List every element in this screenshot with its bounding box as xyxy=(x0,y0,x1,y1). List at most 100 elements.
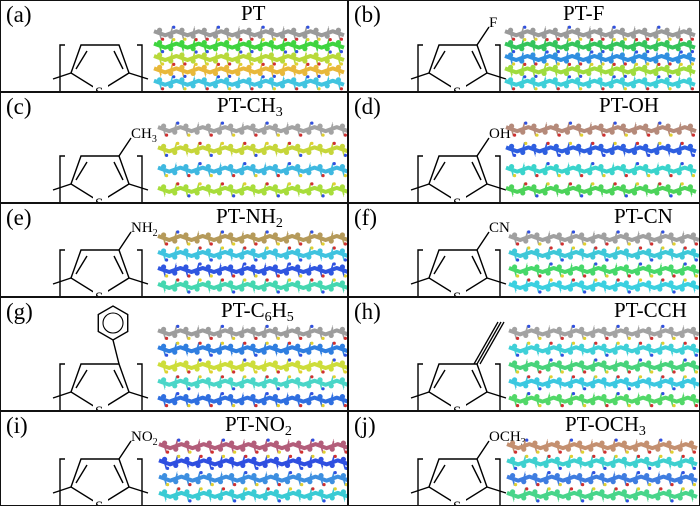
polymer-chain xyxy=(157,375,347,391)
panel-label: (h) xyxy=(354,299,381,324)
polymer-chain xyxy=(504,62,696,78)
panel-g: (g)PT-C6H5S xyxy=(0,297,348,411)
polymer-chain xyxy=(158,487,347,503)
polymer-chain xyxy=(153,38,345,54)
sulfur-atom-label: S xyxy=(453,499,461,506)
polymer-chains-render xyxy=(157,230,347,294)
polymer-chain xyxy=(508,278,699,294)
polymer-chains-render xyxy=(504,25,696,91)
substituent-label: F xyxy=(489,15,497,31)
thiophene-ring: S xyxy=(410,249,507,296)
molecule-structure: S xyxy=(52,44,149,92)
molecule-structure: S xyxy=(410,321,507,411)
polymer-chain xyxy=(158,471,347,487)
sulfur-atom-label: S xyxy=(95,404,103,411)
sulfur-atom-label: S xyxy=(453,404,461,411)
right-bracket xyxy=(495,44,501,91)
panel-e: (e)PT-NH2SNH2 xyxy=(0,203,348,297)
left-bracket xyxy=(417,363,423,410)
thiophene-ring: S xyxy=(410,363,507,411)
sulfur-atom-label: S xyxy=(95,196,103,203)
polymer-chains-render xyxy=(157,324,347,408)
polymer-chains-render xyxy=(157,121,347,198)
polymer-chains-render xyxy=(153,25,345,91)
polymer-chain xyxy=(157,246,347,262)
polymer-chain xyxy=(505,182,697,198)
left-bracket xyxy=(59,44,65,91)
sulfur-atom-label: S xyxy=(95,290,103,297)
polymer-chain xyxy=(153,75,345,91)
left-bracket xyxy=(417,155,423,202)
polymer-chains-render xyxy=(508,324,699,408)
thiophene-ring: S xyxy=(52,155,149,203)
right-bracket xyxy=(137,155,143,202)
sulfur-atom-label: S xyxy=(453,196,461,203)
polymer-chain xyxy=(505,141,697,157)
left-bracket xyxy=(417,249,423,296)
polymer-chain xyxy=(153,50,345,66)
panel-label: (i) xyxy=(6,413,28,438)
molecule-structure: SOCH3 xyxy=(410,429,526,506)
polymer-chain xyxy=(157,121,347,137)
panel-a: (a) PT S xyxy=(0,0,348,92)
sulfur-atom-label: S xyxy=(95,85,103,92)
substituent-label: CN xyxy=(489,220,510,236)
panel-title: PT-NO2 xyxy=(225,412,292,439)
thiophene-ring: S xyxy=(52,249,149,297)
molecule-structure: SCH3 xyxy=(52,126,157,203)
panel-title: PT-CCH xyxy=(614,298,687,322)
panel-title: PT-OH xyxy=(599,93,659,117)
polymer-chain xyxy=(506,438,698,454)
sulfur-atom-label: S xyxy=(453,85,461,92)
panel-j: (j)PT-OCH3SOCH3 xyxy=(348,411,700,506)
polymer-chains-render xyxy=(505,121,697,198)
panel-h: (h) PT-CCH S xyxy=(348,297,700,411)
panel-label: (g) xyxy=(6,299,33,324)
thiophene-ring: S xyxy=(52,44,149,92)
left-bracket xyxy=(59,155,65,202)
polymer-chain xyxy=(157,141,347,157)
panel-label: (a) xyxy=(6,2,32,27)
panel-title: PT-OCH3 xyxy=(565,412,646,439)
sulfur-atom-label: S xyxy=(95,499,103,506)
panel-title: PT-CN xyxy=(614,204,673,228)
phenyl-ring xyxy=(97,305,129,341)
right-bracket xyxy=(495,458,501,505)
left-bracket xyxy=(59,249,65,296)
polymer-chain xyxy=(508,230,699,246)
panel-d: (d) PT-OH SOH xyxy=(348,92,700,203)
panel-title: PT-CH3 xyxy=(217,93,283,120)
panel-label: (e) xyxy=(6,205,32,230)
right-bracket xyxy=(137,249,143,296)
thiophene-ring: S xyxy=(52,363,149,411)
polymer-chain xyxy=(506,487,698,503)
polymer-chain xyxy=(508,375,699,391)
polymer-chain xyxy=(508,341,699,357)
polymer-chain xyxy=(504,25,696,41)
polymer-chains-render xyxy=(508,230,699,294)
panel-b: (b)PT-FSF xyxy=(348,0,700,92)
polymer-chain xyxy=(504,38,696,54)
panel-f: (f)PT-CNSCN xyxy=(348,203,700,297)
left-bracket xyxy=(417,458,423,505)
polymer-chain xyxy=(504,75,696,91)
right-bracket xyxy=(495,155,501,202)
molecule-structure: SOH xyxy=(410,126,511,203)
right-bracket xyxy=(137,363,143,410)
panel-title: PT-F xyxy=(563,1,605,25)
polymer-chain xyxy=(504,50,696,66)
polymer-chain xyxy=(158,438,347,454)
substituent-label: NH2 xyxy=(131,220,158,239)
molecule-structure: SF xyxy=(410,15,507,92)
right-bracket xyxy=(495,249,501,296)
polymer-chain xyxy=(508,262,699,278)
polymer-chain xyxy=(508,324,699,340)
panel-c: (c)PT-CH3SCH3 xyxy=(0,92,348,203)
molecule-structure: S xyxy=(52,305,149,411)
polymer-chain xyxy=(508,246,699,262)
thiophene-ring: S xyxy=(410,458,507,506)
panel-label: (d) xyxy=(354,94,381,119)
polymer-chain xyxy=(153,25,345,41)
panel-label: (b) xyxy=(354,2,381,27)
panel-title: PT xyxy=(241,1,266,25)
